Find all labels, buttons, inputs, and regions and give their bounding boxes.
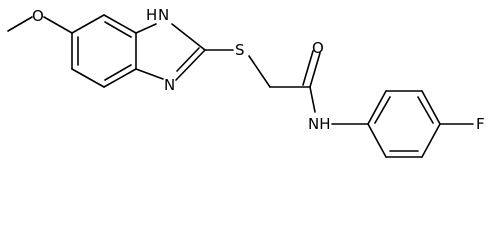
bond-co-nh	[309, 86, 316, 113]
bond-ph-1-inner	[374, 96, 391, 124]
bond-co-o-double	[302, 50, 314, 86]
bond-o-ring	[43, 16, 73, 34]
bond-benz-6	[71, 14, 105, 34]
bond-ph-6	[367, 123, 387, 158]
bond-benz-5-inner	[104, 21, 132, 38]
bond-benz-5	[103, 14, 137, 34]
bond-co-o	[309, 52, 321, 88]
ring-n-label: N	[164, 76, 175, 94]
bond-benz-3	[103, 68, 137, 88]
fluorine-label: F	[476, 115, 485, 133]
bond-benz-2	[71, 68, 105, 88]
bond-c7a-nh	[135, 23, 157, 34]
structure-diagram: O H N N S O NH F	[7, 6, 485, 158]
carbonyl-oxygen-label: O	[312, 39, 324, 57]
bond-n-c2	[175, 49, 206, 81]
ring-nh-nitrogen-label: N	[158, 6, 169, 24]
bond-methyl-o	[7, 16, 33, 32]
amide-nh-label: NH	[308, 115, 331, 133]
bond-n-c2-double	[176, 47, 200, 72]
bond-s-ch2	[248, 55, 271, 88]
sulfur-label: S	[235, 41, 245, 59]
bond-ph-1	[367, 90, 387, 125]
bond-c3a-n	[135, 68, 164, 80]
methoxy-oxygen-label: O	[32, 7, 44, 25]
bond-ph-3	[421, 90, 441, 125]
bond-ph-3-inner	[417, 96, 434, 124]
ring-nh-hydrogen-label: H	[146, 6, 157, 24]
bond-benz-3-inner	[104, 64, 132, 81]
bond-nh-c2	[171, 23, 206, 51]
bond-ph-4	[421, 123, 441, 158]
